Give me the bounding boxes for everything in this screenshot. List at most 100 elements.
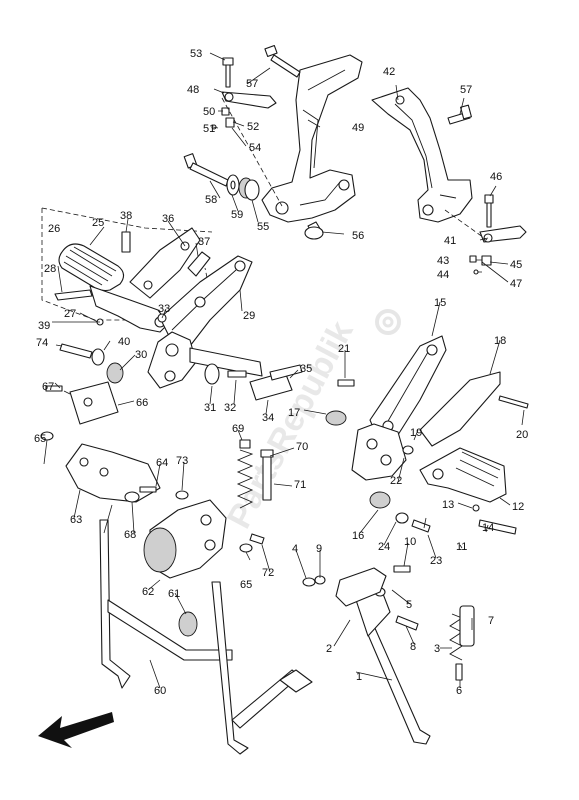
callout-62: 62 — [142, 586, 154, 598]
bolt-19-20-21 — [337, 379, 529, 409]
callout-31: 31 — [204, 402, 216, 414]
spring-69 — [236, 439, 254, 509]
callout-46: 46 — [490, 171, 502, 183]
small-parts-43-44-45-47 — [469, 255, 492, 275]
callout-51: 51 — [203, 123, 215, 135]
callout-74: 74 — [36, 337, 48, 349]
callout-44: 44 — [437, 269, 449, 281]
footrest-26 — [58, 243, 125, 292]
cover-36 — [129, 227, 201, 299]
small-parts-50-51-52 — [211, 107, 235, 130]
callout-35: 35 — [300, 363, 312, 375]
callout-61: 61 — [168, 588, 180, 600]
plate-37 — [187, 251, 211, 277]
damper-16 — [369, 491, 391, 509]
damper-17 — [325, 410, 347, 426]
bolt-59 — [183, 153, 229, 187]
callout-33: 33 — [158, 303, 170, 315]
callout-27: 27 — [64, 308, 76, 320]
callout-14: 14 — [482, 522, 494, 534]
callout-45: 45 — [510, 259, 522, 271]
nut-65-72 — [239, 533, 265, 553]
callout-70: 70 — [296, 441, 308, 453]
bolt-57-right — [447, 104, 472, 125]
callout-15: 15 — [434, 297, 446, 309]
callout-26: 26 — [48, 223, 60, 235]
callout-59: 58 — [205, 194, 217, 206]
pin-13-14 — [472, 504, 517, 535]
watermark-gear-icon — [375, 309, 401, 335]
callout-55: 55 — [257, 221, 269, 233]
callout-2: 2 — [326, 643, 332, 655]
main-stand-60 — [99, 519, 313, 755]
stand-bracket-62 — [143, 499, 227, 579]
pin-28 — [54, 289, 93, 301]
callout-68: 68 — [124, 529, 136, 541]
callout-53: 53 — [190, 48, 202, 60]
callout-67: 67 — [42, 381, 54, 393]
callout-58: 59 — [231, 209, 243, 221]
washer-58 — [226, 174, 240, 196]
callout-8: 8 — [410, 641, 416, 653]
callout-37: 37 — [198, 236, 210, 248]
leader-lines — [43, 52, 525, 689]
callout-22: 22 — [390, 475, 402, 487]
callout-21: 21 — [338, 343, 350, 355]
right-bracket-42 — [371, 87, 473, 223]
nut-68 — [124, 491, 140, 503]
callout-40: 40 — [118, 336, 130, 348]
callout-1: 1 — [356, 671, 362, 683]
bolt-64-73 — [139, 486, 189, 500]
callout-20: 20 — [516, 429, 528, 441]
small-parts-4-5-8-9-10 — [302, 565, 419, 631]
callout-4: 4 — [292, 543, 298, 555]
callout-56: 56 — [352, 230, 364, 242]
pin-38 — [121, 231, 131, 253]
callout-41: 41 — [444, 235, 456, 247]
callout-29: 29 — [243, 310, 255, 322]
callout-63: 63 — [70, 514, 82, 526]
callout-73: 73 — [176, 455, 188, 467]
callout-numbers: 53 48 50 51 52 54 57 49 42 57 46 41 43 4… — [34, 48, 528, 697]
callout-57-right: 57 — [460, 84, 472, 96]
callout-11: 11 — [456, 541, 467, 553]
callout-50: 50 — [203, 106, 215, 118]
callout-16: 16 — [352, 530, 364, 542]
callout-3: 3 — [434, 643, 440, 655]
left-main-bracket — [147, 331, 263, 389]
callout-42: 42 — [383, 66, 395, 78]
callout-48: 48 — [187, 84, 199, 96]
bracket-66-67 — [45, 381, 119, 425]
callout-36: 36 — [162, 213, 174, 225]
callout-23: 23 — [430, 555, 442, 567]
callout-43: 43 — [437, 255, 449, 267]
front-direction-arrow-icon — [38, 712, 114, 748]
callout-24: 24 — [378, 541, 390, 553]
side-stand-1 — [355, 585, 431, 745]
callout-7: 7 — [488, 615, 494, 627]
callout-65-left: 65 — [34, 433, 46, 445]
callout-5: 5 — [406, 599, 412, 611]
callout-49: 49 — [352, 122, 364, 134]
damper-55 — [238, 177, 260, 201]
bolt-57-top — [264, 44, 301, 78]
sleeve-7 — [459, 605, 475, 647]
callout-52: 52 — [247, 121, 259, 133]
callout-32: 32 — [224, 402, 236, 414]
callout-54: 54 — [249, 142, 261, 154]
callout-65-right: 65 — [240, 579, 252, 591]
callout-69: 69 — [232, 423, 244, 435]
callout-13: 13 — [442, 499, 454, 511]
bolt-53 — [222, 57, 234, 88]
callout-17: 17 — [288, 407, 300, 419]
callout-30: 30 — [135, 349, 147, 361]
right-bracket-shape — [351, 423, 407, 481]
spacer-31-32 — [204, 363, 247, 385]
callout-12: 12 — [512, 501, 524, 513]
bolt-46 — [484, 194, 494, 228]
callout-18: 18 — [494, 335, 506, 347]
callout-34: 34 — [262, 412, 274, 424]
callout-19: 19 — [410, 427, 422, 439]
bracket-63 — [65, 443, 161, 503]
